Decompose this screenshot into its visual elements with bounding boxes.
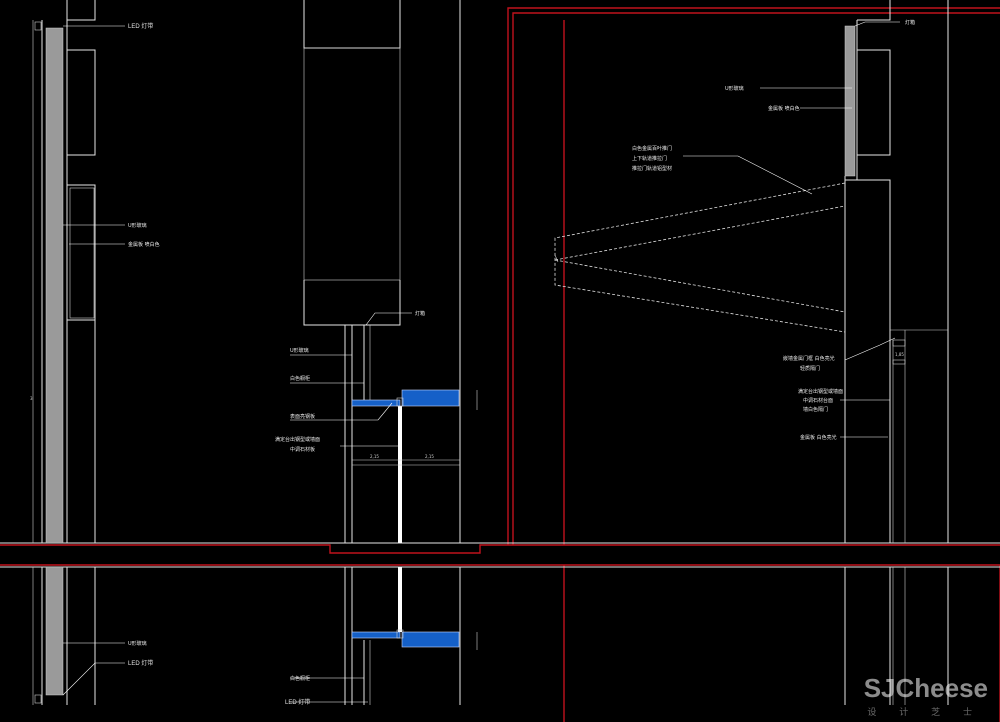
label-right-note1-line2: 轻质隔门: [800, 365, 820, 372]
label-u-glass-right: U形玻璃: [725, 85, 744, 92]
label-light-box-right: 灯箱: [905, 19, 915, 26]
label-right-note2-line3: 墙白色隔门: [803, 406, 828, 413]
right-labels-top: 灯箱 U形玻璃 金属板 喷白色 白色金属百叶推门 上下轨道推拉门 推拉门轨道铝型…: [632, 19, 915, 441]
blue-shelf-right: [401, 389, 460, 407]
watermark-brand: SJCheese: [863, 673, 988, 703]
label-door-note-3: 推拉门轨道铝型材: [632, 165, 672, 172]
label-led-light-mid: LED 灯带: [285, 698, 310, 706]
watermark-sub: 设 计 芝 士: [867, 708, 982, 718]
label-metal-white-right: 金属板 喷白色: [768, 105, 800, 112]
left-elevation-bottom: U形玻璃 LED 灯带: [32, 566, 153, 705]
label-door-note-1: 白色金属百叶推门: [632, 145, 672, 152]
label-metal-white-left: 金属板 喷白色: [128, 241, 160, 248]
label-led-light-top: LED 灯带: [128, 22, 153, 30]
blue-shelf-left-bottom: [351, 631, 401, 639]
label-right-note1-line1: 嵌墙金属门框 白色亮光: [783, 355, 835, 362]
glass-partition-top: [398, 406, 402, 543]
red-frame-lines: [0, 7, 1000, 722]
label-u-glass-left-bottom: U形玻璃: [128, 640, 147, 647]
label-light-box: 灯箱: [415, 310, 425, 317]
middle-labels-top: 灯箱 U形玻璃 白色橱柜 表面亮钢板 满定台出钢型或墙面 中调石材板: [275, 310, 425, 453]
door-swing-dashed: [554, 182, 846, 333]
led-light-strip-top: [45, 27, 64, 544]
blue-shelf-right-bottom: [401, 631, 460, 648]
label-u-glass-left: U形玻璃: [128, 222, 147, 229]
label-glass-note-1: 满定台出钢型或墙面: [275, 436, 320, 443]
label-led-light-bottom: LED 灯带: [128, 659, 153, 667]
led-light-strip-bottom: [45, 566, 64, 696]
dim-left-tall: 3: [30, 396, 33, 401]
label-white-cabinet-bottom: 白色橱柜: [290, 675, 310, 682]
middle-elevation-bottom: 白色橱柜 LED 灯带: [285, 567, 478, 706]
light-box-right-panel: [844, 25, 856, 177]
label-white-cabinet: 白色橱柜: [290, 375, 310, 382]
dim-mid-right: 2,15: [425, 454, 434, 459]
left-labels-top: LED 灯带 U形玻璃 金属板 喷白色: [63, 22, 160, 248]
blue-shelf-left: [351, 399, 401, 407]
dim-mid-left: 2,15: [370, 454, 379, 459]
left-elevation-top: 3: [30, 0, 96, 544]
label-aluminum-frame: 表面亮钢板: [290, 413, 315, 420]
dim-right-top: 1,85: [895, 352, 904, 357]
right-elevation-top: 1,85: [844, 0, 949, 543]
label-u-glass-mid: U形玻璃: [290, 347, 309, 354]
label-door-note-2: 上下轨道推拉门: [632, 155, 667, 162]
glass-partition-bottom: [398, 567, 402, 632]
middle-elevation-top: 2,15 2,15: [303, 0, 478, 543]
label-right-note2-line1: 满定台出钢型或墙面: [798, 388, 843, 395]
right-elevation-bottom: [844, 567, 949, 705]
label-glass-note-2: 中调石材板: [290, 446, 315, 453]
floor-band: [0, 542, 1000, 568]
label-right-note2-line2: 中调石材台面: [803, 397, 833, 404]
label-right-note3: 金属板 白色亮光: [800, 434, 837, 441]
